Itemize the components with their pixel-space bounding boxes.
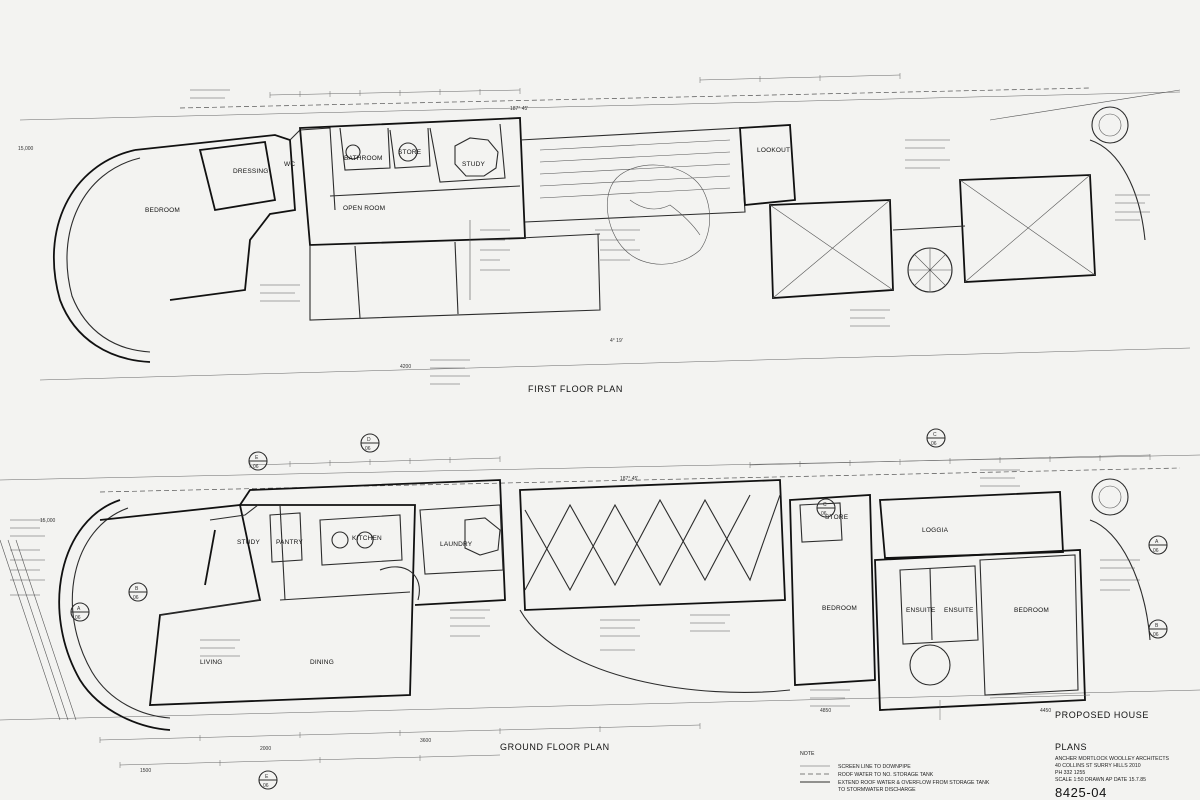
gf-bedroom-left-label: BEDROOM: [822, 605, 857, 612]
svg-text:ROOF WATER TO NO. STORAGE TANK: ROOF WATER TO NO. STORAGE TANK: [838, 772, 934, 778]
ff-wc-label: WC: [284, 161, 295, 168]
ground-floor-plan-title: GROUND FLOOR PLAN: [500, 742, 610, 752]
svg-text:A: A: [77, 606, 81, 612]
ff-dressing-label: DRESSING: [233, 168, 269, 175]
gf-dim-2000: 2000: [260, 746, 271, 752]
bedroom-left-outline: [789, 494, 876, 686]
lookout-outline: [739, 124, 796, 206]
gf-dim-4850: 4850: [820, 708, 831, 714]
gf-store-label: STORE: [825, 514, 849, 521]
svg-text:06: 06: [263, 783, 269, 789]
svg-text:06: 06: [1153, 548, 1159, 554]
section-marker-a-right: A 06: [1148, 535, 1168, 555]
svg-text:06: 06: [365, 446, 371, 452]
gf-kitchen-label: KITCHEN: [352, 535, 382, 542]
svg-text:B: B: [1155, 623, 1159, 629]
ff-dim-4200: 4200: [400, 364, 411, 370]
gf-pantry-label: PANTRY: [276, 539, 303, 546]
svg-text:06: 06: [1153, 632, 1159, 638]
gf-dim-3600: 3600: [420, 738, 431, 744]
loggia-outline: [879, 491, 1064, 559]
first-floor-curved-wall: [52, 149, 151, 363]
ff-bedroom-label: BEDROOM: [145, 207, 180, 214]
ff-angle: 4° 19': [610, 338, 623, 344]
laundry-outline: [419, 504, 504, 575]
svg-text:D: D: [367, 437, 371, 443]
section-marker-d-top: D 06: [360, 433, 380, 453]
ff-open-room-label: OPEN ROOM: [343, 205, 385, 212]
dressing-room-outline: [198, 141, 277, 212]
svg-text:TO STORMWATER DISCHARGE: TO STORMWATER DISCHARGE: [838, 787, 916, 793]
ff-bearing: 187° 45': [510, 106, 528, 112]
drawing-number: 8425-04: [1055, 785, 1107, 800]
lookout-circle: [1091, 106, 1129, 144]
first-floor-plan: [19, 73, 1191, 385]
gf-dim-1500: 1500: [140, 768, 151, 774]
section-marker-b-left: B 06: [128, 582, 148, 602]
gf-dim-15000: 15,000: [40, 518, 56, 524]
gf-study-label: STUDY: [237, 539, 260, 546]
svg-text:06: 06: [821, 511, 827, 517]
section-marker-c-right: C 06: [926, 428, 946, 448]
first-floor-plan-title: FIRST FLOOR PLAN: [528, 384, 623, 394]
svg-text:E: E: [265, 774, 269, 780]
stair-curve: [379, 566, 420, 601]
section-marker-e-bottom: E 06: [258, 770, 278, 790]
svg-text:B: B: [135, 586, 139, 592]
svg-text:06: 06: [133, 595, 139, 601]
tree-canopy: [607, 164, 710, 265]
gf-dim-4450: 4450: [1040, 708, 1051, 714]
title-block-architects: ANCHER MORTLOCK WOOLLEY ARCHITECTS: [1055, 756, 1169, 762]
section-marker-c-left: C 06: [816, 498, 836, 518]
ff-bathroom-label: BATHROOM: [344, 155, 383, 162]
section-marker-b-right: B 06: [1148, 619, 1168, 639]
svg-text:C: C: [933, 432, 937, 438]
svg-text:SCREEN LINE TO DOWNPIPE: SCREEN LINE TO DOWNPIPE: [838, 764, 911, 770]
ff-store-label: STORE: [398, 149, 422, 156]
proposed-house-label: PROPOSED HOUSE: [1055, 710, 1149, 720]
section-marker-e-top: E 06: [248, 451, 268, 471]
svg-text:EXTEND ROOF WATER & OVERFLOW F: EXTEND ROOF WATER & OVERFLOW FROM STORAG…: [838, 780, 990, 786]
gf-bearing: 187° 45': [620, 476, 638, 482]
ground-floor-curved-wall: [58, 499, 171, 731]
gf-bedroom-right-label: BEDROOM: [1014, 607, 1049, 614]
svg-text:NOTE: NOTE: [800, 751, 815, 757]
gf-living-label: LIVING: [200, 659, 223, 666]
gf-loggia-label: LOGGIA: [922, 527, 949, 534]
living-dining-outline: [99, 504, 416, 706]
svg-text:A: A: [1155, 539, 1159, 545]
ff-lookout-label: LOOKOUT: [757, 147, 790, 154]
gf-laundry-label: LAUNDRY: [440, 541, 473, 548]
ground-floor-plan: [0, 454, 1200, 768]
title-block-scale: SCALE 1:50 DRAWN AP DATE 15.7.85: [1055, 777, 1146, 783]
title-block-address: 40 COLLINS ST SURRY HILLS 2010: [1055, 763, 1141, 769]
ff-dim-15000: 15,000: [18, 146, 34, 152]
gf-dining-label: DINING: [310, 659, 334, 666]
svg-text:06: 06: [75, 615, 81, 621]
title-block: PLANS ANCHER MORTLOCK WOOLLEY ARCHITECTS…: [1055, 742, 1169, 800]
first-floor-west-wing: [134, 134, 296, 301]
svg-text:06: 06: [931, 441, 937, 447]
drainage-notes: NOTE SCREEN LINE TO DOWNPIPE ROOF WATER …: [800, 751, 990, 793]
svg-text:E: E: [255, 455, 259, 461]
gf-ensuite-left-label: ENSUITE: [906, 607, 936, 614]
gf-ensuite-right-label: ENSUITE: [944, 607, 974, 614]
section-marker-a-left: A 06: [70, 602, 90, 622]
title-block-title: PLANS: [1055, 742, 1087, 752]
svg-text:C: C: [823, 502, 827, 508]
title-block-phone: PH 332 1255: [1055, 770, 1085, 776]
bridge-deck: [519, 479, 786, 611]
ff-study-label: STUDY: [462, 161, 485, 168]
svg-text:06: 06: [253, 464, 259, 470]
